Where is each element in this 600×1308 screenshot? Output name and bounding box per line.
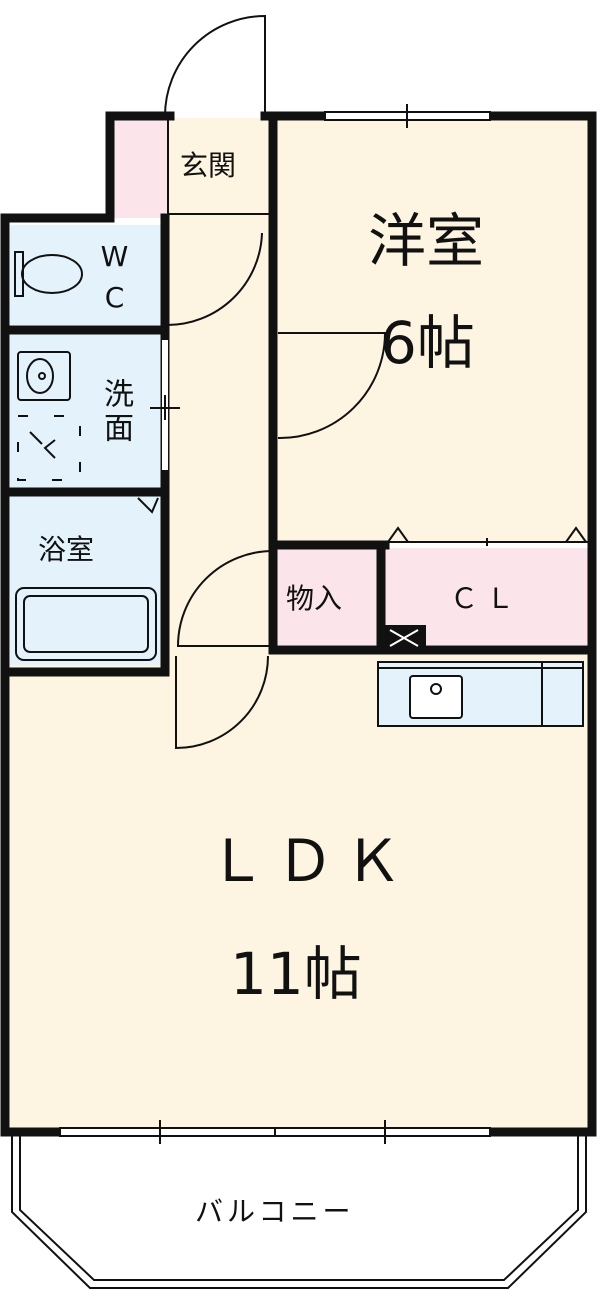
- hallway-floor: [165, 212, 273, 670]
- genkan-area: [110, 118, 168, 218]
- wc-floor: [10, 225, 162, 325]
- label-closet: ＣＬ: [450, 582, 523, 615]
- door-ldk: [175, 655, 269, 750]
- label-genkan: 玄関: [180, 149, 237, 182]
- balcony-rail: [11, 1136, 587, 1289]
- ldk-floor: [10, 650, 588, 1128]
- toilet-bowl: [21, 254, 83, 294]
- genkan-floor: [168, 118, 270, 212]
- label-yokushitsu: 浴室: [38, 533, 95, 566]
- door-wc: [166, 232, 263, 327]
- washbasin: [17, 351, 71, 401]
- closet-mark-right: [565, 526, 587, 543]
- monoire-floor: [277, 548, 377, 645]
- label-ldk-name: ＬＤＫ: [208, 827, 413, 895]
- label-balcony: バルコニー: [195, 1195, 355, 1228]
- kitchen-counter: [377, 661, 584, 727]
- label-youshitsu-size: 6帖: [380, 309, 475, 377]
- label-ldk-size: 11帖: [230, 940, 362, 1008]
- yokushitsu-floor: [10, 495, 162, 665]
- balcony-rail-inner: [19, 1136, 579, 1281]
- senmen-mark: [137, 497, 159, 514]
- label-monoire: 物入: [286, 582, 343, 615]
- label-youshitsu-name: 洋室: [368, 207, 485, 275]
- youshitsu-floor: [273, 118, 588, 543]
- bathtub: [15, 587, 157, 661]
- balcony-floor: [8, 1135, 592, 1295]
- door-youshitsu: [277, 332, 387, 440]
- door-entrance: [164, 14, 266, 117]
- label-wc: WC: [98, 240, 131, 322]
- washer-space: [17, 415, 81, 481]
- door-monoire: [176, 550, 274, 647]
- wall-top-left: [105, 111, 175, 223]
- closet-mark-left: [387, 526, 409, 543]
- wall-left: [0, 213, 115, 1137]
- senmen-floor: [10, 333, 162, 488]
- label-senmen: 洗面: [98, 378, 133, 446]
